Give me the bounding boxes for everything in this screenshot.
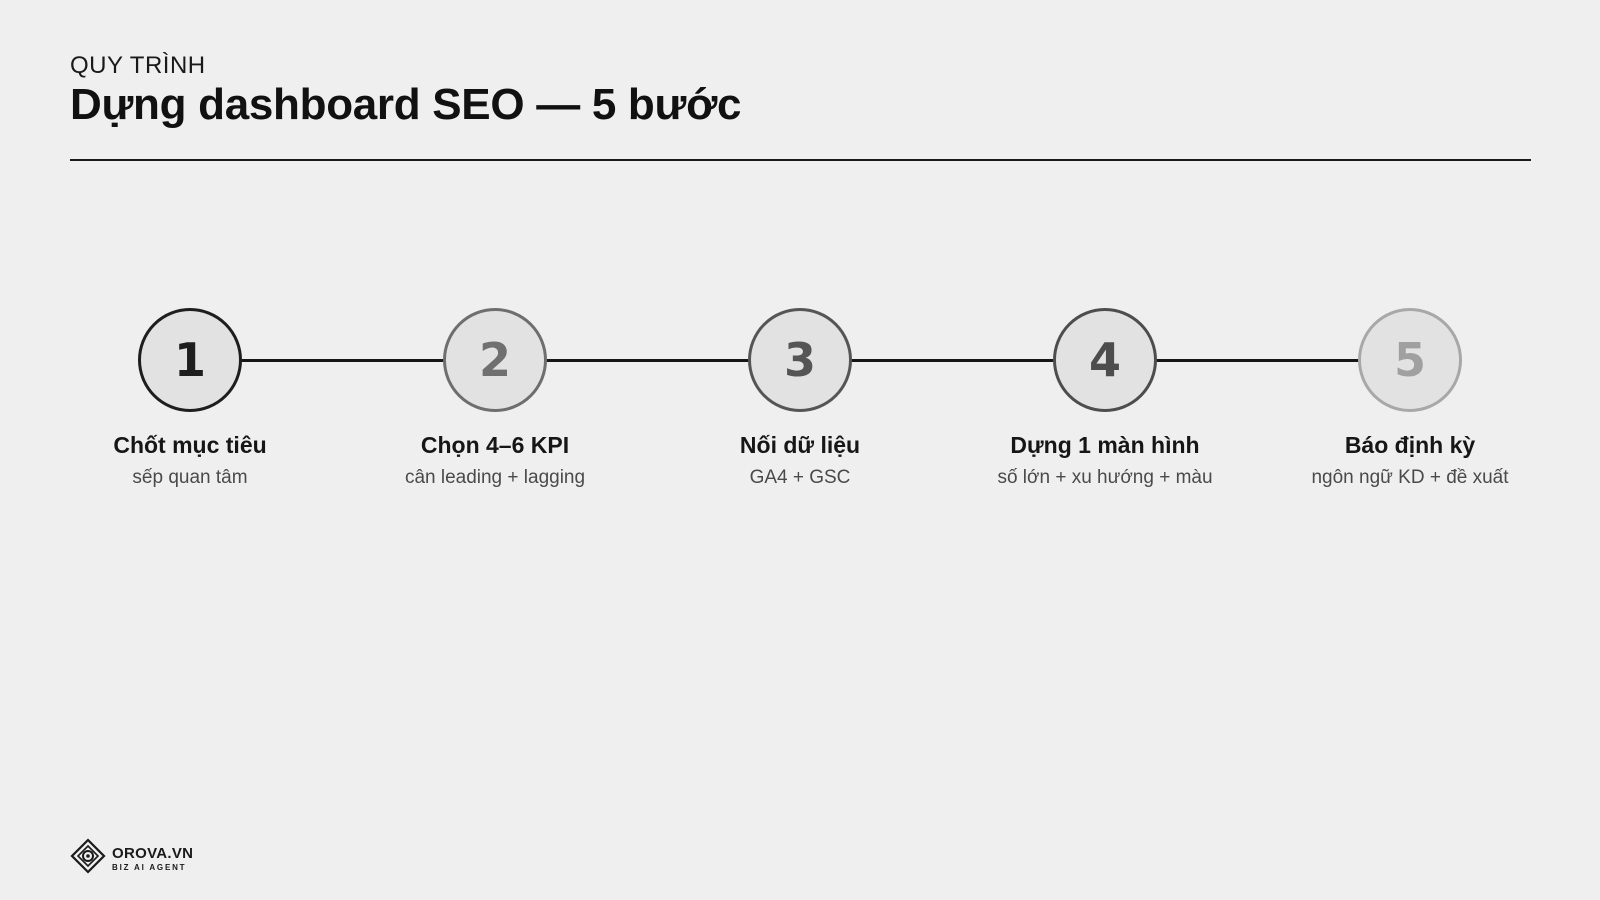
step-number-circle: 1: [138, 308, 242, 412]
step-title: Nối dữ liệu: [739, 432, 861, 458]
orova-logo-icon: [70, 838, 106, 879]
brand-name: OROVA.VN: [112, 844, 194, 862]
step-title: Chọn 4–6 KPI: [420, 432, 570, 458]
step-subtitle: GA4 + GSC: [749, 467, 851, 488]
step-3: 3 Nối dữ liệu GA4 + GSC: [680, 308, 920, 489]
step-number-circle: 2: [443, 308, 547, 412]
step-subtitle: ngôn ngữ KD + đề xuất: [1311, 467, 1509, 488]
step-number-circle: 5: [1358, 308, 1462, 412]
step-title: Báo định kỳ: [1344, 432, 1476, 458]
eyebrow-label: QUY TRÌNH: [70, 52, 206, 79]
step-number-circle: 4: [1053, 308, 1157, 412]
connector-line-3-4: [850, 359, 1055, 362]
connector-line-4-5: [1155, 359, 1360, 362]
step-1: 1 Chốt mục tiêu sếp quan tâm: [70, 308, 310, 489]
step-subtitle: cân leading + lagging: [404, 467, 586, 488]
step-4: 4 Dựng 1 màn hình số lớn + xu hướng + mà…: [985, 308, 1225, 489]
brand-tagline: BIZ AI AGENT: [112, 862, 187, 872]
step-title: Chốt mục tiêu: [113, 432, 267, 458]
step-title: Dựng 1 màn hình: [1010, 432, 1200, 458]
step-subtitle: số lớn + xu hướng + màu: [997, 467, 1213, 488]
page-title: Dựng dashboard SEO — 5 bước: [70, 80, 742, 129]
connector-line-2-3: [545, 359, 750, 362]
step-2: 2 Chọn 4–6 KPI cân leading + lagging: [375, 308, 615, 489]
title-divider: [70, 159, 1531, 161]
step-subtitle: sếp quan tâm: [132, 467, 248, 488]
connector-line-1-2: [240, 359, 445, 362]
brand-logo: OROVA.VN BIZ AI AGENT: [70, 838, 193, 879]
step-number-circle: 3: [748, 308, 852, 412]
step-5: 5 Báo định kỳ ngôn ngữ KD + đề xuất: [1290, 308, 1530, 489]
